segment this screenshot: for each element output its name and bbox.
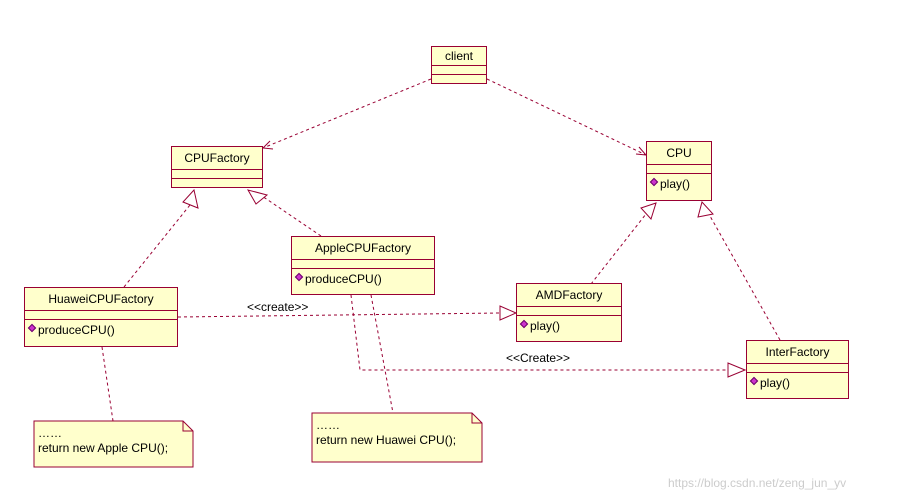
dependency-client-cpu: [486, 78, 647, 156]
class-cpufactory-operations: [172, 179, 262, 187]
class-client[interactable]: client: [431, 46, 487, 84]
triangle-create-inter: [727, 362, 747, 378]
realization-apple-cpufactory: [261, 195, 322, 237]
triangle-create-amd: [499, 305, 518, 321]
note-apple-fold: [471, 413, 482, 424]
operation-icon: [294, 272, 304, 282]
label-create-inter: <<Create>>: [506, 351, 571, 365]
class-interfactory-operation-label: play(): [760, 376, 791, 390]
arrowhead-cpufactory: [261, 140, 274, 150]
class-applecpufactory-operations: produceCPU(): [292, 272, 434, 298]
operation-play: play(): [747, 376, 848, 390]
triangle-inter-cpu: [697, 200, 714, 218]
class-cpu-attributes: [647, 165, 711, 174]
note-huawei: …… return new Apple CPU();: [34, 421, 193, 467]
realization-huawei-cpufactory: [123, 199, 195, 288]
note-apple-shape: [311, 412, 483, 463]
class-client-attributes: [432, 66, 486, 75]
note-apple-line2: return new Huawei CPU();: [316, 433, 457, 447]
class-amdfactory-attributes: [517, 307, 621, 316]
class-applecpufactory[interactable]: AppleCPUFactory produceCPU(): [291, 236, 435, 295]
class-interfactory-attributes: [747, 364, 848, 373]
operation-icon: [519, 319, 529, 329]
operation-icon: [27, 323, 37, 333]
class-applecpufactory-attributes: [292, 260, 434, 269]
note-apple: …… return new Huawei CPU();: [312, 413, 482, 462]
watermark: https://blog.csdn.net/zeng_jun_yv: [668, 476, 847, 490]
class-cpufactory-name: CPUFactory: [172, 147, 262, 170]
class-amdfactory[interactable]: AMDFactory play(): [516, 283, 622, 342]
triangle-huawei-cpufactory: [182, 188, 199, 209]
note-anchor-apple: [370, 294, 394, 414]
class-client-name: client: [432, 47, 486, 66]
class-huaweicpufactory-name: HuaweiCPUFactory: [25, 288, 177, 311]
create-huawei-amd: [177, 312, 501, 318]
operation-icon: [749, 376, 759, 386]
note-huawei-line1: ……: [38, 426, 62, 440]
class-huaweicpufactory[interactable]: HuaweiCPUFactory produceCPU(): [24, 287, 178, 347]
class-interfactory-operations: play(): [747, 376, 848, 402]
class-huaweicpufactory-operations: produceCPU(): [25, 323, 177, 349]
operation-producecpu: produceCPU(): [25, 323, 177, 337]
operation-producecpu: produceCPU(): [292, 272, 434, 286]
triangle-apple-cpufactory: [246, 189, 269, 205]
dependency-client-cpufactory: [262, 78, 432, 149]
create-apple-inter: [350, 294, 728, 371]
arrowhead-cpu: [635, 146, 648, 156]
class-amdfactory-operations: play(): [517, 319, 621, 345]
realization-amd-cpu: [590, 213, 647, 285]
note-huawei-fold: [182, 421, 193, 432]
class-applecpufactory-name: AppleCPUFactory: [292, 237, 434, 260]
class-client-operations: [432, 75, 486, 83]
triangle-amd-cpu: [640, 202, 657, 220]
class-applecpufactory-operation-label: produceCPU(): [305, 272, 382, 286]
class-amdfactory-name: AMDFactory: [517, 284, 621, 307]
label-create-amd: <<create>>: [247, 300, 309, 314]
note-anchor-huawei: [101, 346, 114, 422]
operation-icon: [649, 177, 659, 187]
class-amdfactory-operation-label: play(): [530, 319, 561, 333]
class-cpu[interactable]: CPU play(): [646, 141, 712, 201]
class-interfactory[interactable]: InterFactory play(): [746, 340, 849, 399]
class-cpufactory-attributes: [172, 170, 262, 179]
class-cpu-operations: play(): [647, 177, 711, 203]
note-apple-line1: ……: [316, 418, 340, 432]
class-huaweicpufactory-operation-label: produceCPU(): [38, 323, 115, 337]
class-cpu-operation-label: play(): [660, 177, 691, 191]
note-huawei-line2: return new Apple CPU();: [38, 441, 169, 455]
operation-play: play(): [517, 319, 621, 333]
class-cpu-name: CPU: [647, 142, 711, 165]
class-cpufactory[interactable]: CPUFactory: [171, 146, 263, 188]
operation-play: play(): [647, 177, 711, 191]
class-interfactory-name: InterFactory: [747, 341, 848, 364]
note-huawei-shape: [33, 420, 194, 468]
class-huaweicpufactory-attributes: [25, 311, 177, 320]
realization-inter-cpu: [709, 215, 781, 341]
